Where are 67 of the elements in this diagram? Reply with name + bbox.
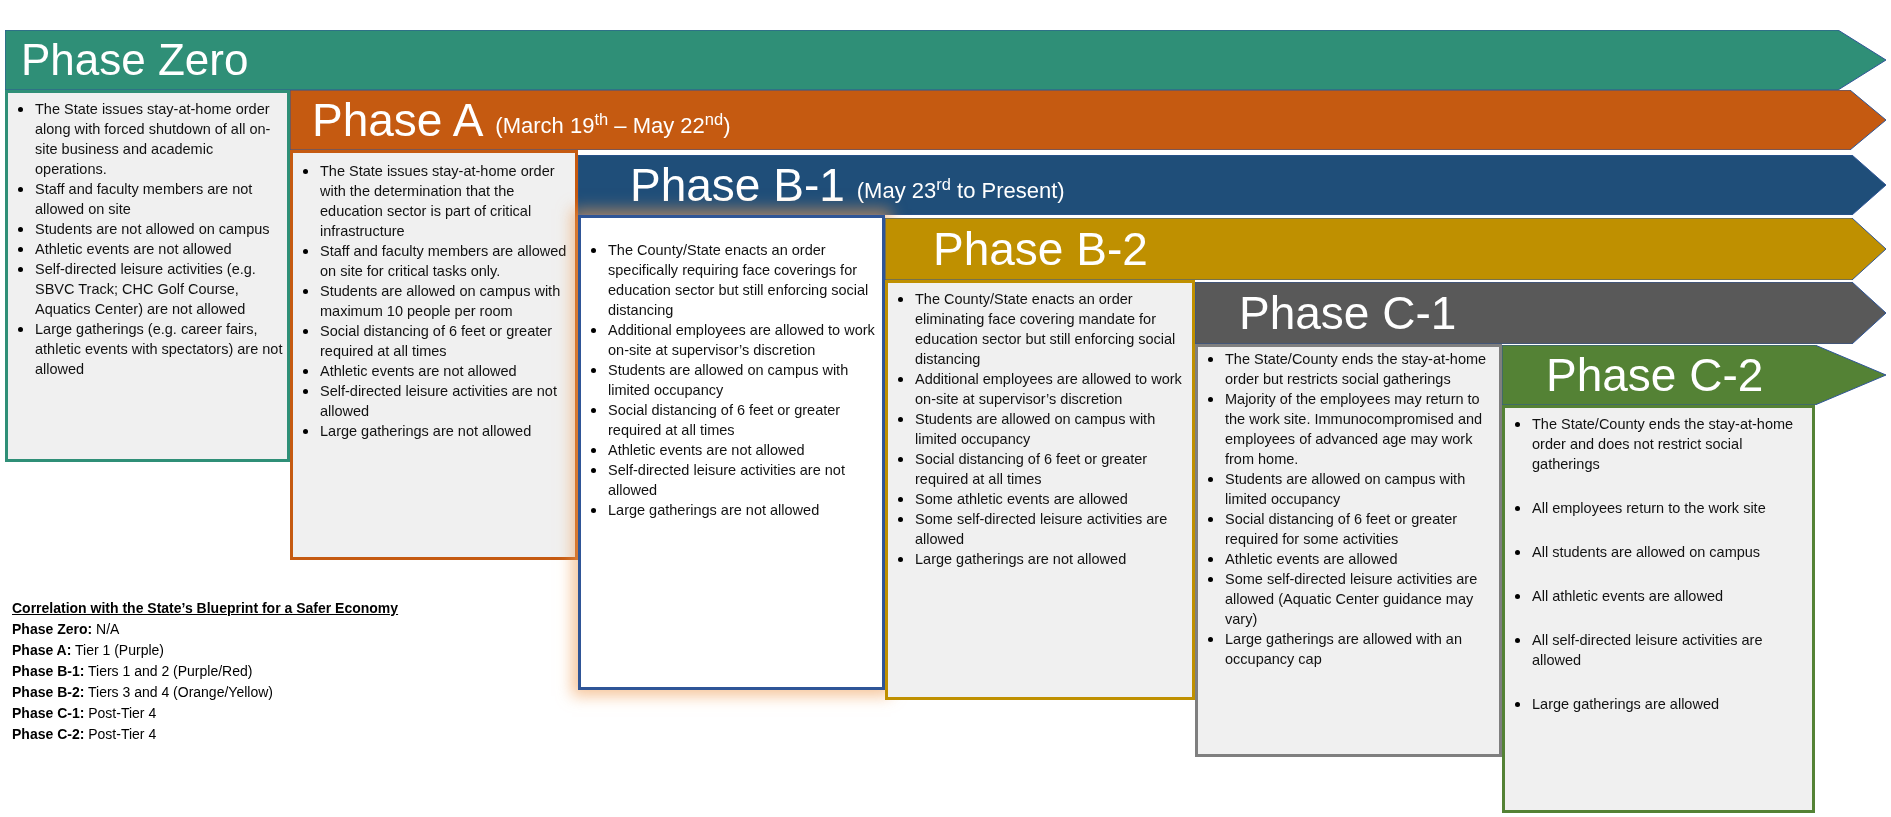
phase-banner — [1195, 282, 1886, 344]
correlation-line: Phase B-2: Tiers 3 and 4 (Orange/Yellow) — [12, 683, 274, 702]
phase-panel — [290, 150, 578, 560]
bullet-text: Athletic events are not allowed — [608, 441, 805, 460]
phase-banner — [5, 30, 1886, 90]
phase-panel — [1502, 405, 1815, 813]
bullet-text: Athletic events are allowed — [1225, 550, 1398, 569]
bullet-text: The State issues stay-at-home order with the determination that the education sector is part of critical infrastructure — [320, 162, 556, 241]
bullet-text: Some self-directed leisure activities are allowed — [915, 510, 1169, 549]
phase-panel — [1195, 344, 1502, 757]
bullet-text: Large gatherings are not allowed — [608, 501, 820, 520]
phase-title: Phase A — [312, 97, 484, 143]
bullet-text: Self-directed leisure activities are not allowed — [320, 382, 558, 421]
correlation-line: Phase B-1: Tiers 1 and 2 (Purple/Red) — [12, 662, 254, 681]
bullet-text: Students are not allowed on campus — [35, 220, 270, 239]
bullet-text: Large gatherings are allowed — [1532, 695, 1719, 714]
phase-title: Phase B-2 — [933, 226, 1148, 272]
correlation-line: Phase C-1: Post-Tier 4 — [12, 704, 158, 723]
bullet-text: Social distancing of 6 feet or greater required at all times — [608, 401, 842, 440]
bullet-text: Social distancing of 6 feet or greater required for some activities — [1225, 510, 1459, 549]
bullet-text: The State issues stay-at-home order along with forced shutdown of all on-site business and academic operations. — [35, 100, 272, 179]
phase-panel — [885, 280, 1195, 700]
bullet-text: The County/State enacts an order specifically requiring face coverings for education sector but still enforcing social distancing — [608, 241, 870, 320]
correlation-line: Phase C-2: Post-Tier 4 — [12, 725, 158, 744]
bullet-text: All athletic events are allowed — [1532, 587, 1724, 606]
bullet-text: Self-directed leisure activities are not allowed — [608, 461, 846, 500]
date-range: (May 23$^{rd}$ to Present) — [856, 180, 1065, 202]
bullet-text: The County/State enacts an order eliminating face covering mandate for education sector but still enforcing social distancing — [915, 290, 1177, 369]
bullet-text: Some self-directed leisure activities are allowed (Aquatic Center guidance may vary) — [1225, 570, 1479, 629]
bullet-text: Students are allowed on campus with limited occupancy — [608, 361, 850, 400]
bullet-text: Students are allowed on campus with maximum 10 people per room — [320, 282, 562, 321]
phase-banner — [290, 90, 1886, 150]
bullet-text: Some athletic events are allowed — [915, 490, 1128, 509]
bullet-text: Additional employees are allowed to work on-site at supervisor’s discretion — [915, 370, 1183, 409]
bullet-text: Majority of the employees may return to the work site. Immunocompromised and employees of advanced age may work from home. — [1225, 390, 1484, 469]
bullet-text: Large gatherings are allowed with an occupancy cap — [1225, 630, 1463, 669]
phase-title: Phase B-1 — [630, 162, 845, 208]
bullet-text: Additional employees are allowed to work on-site at supervisor’s discretion — [608, 321, 876, 360]
phase-banner — [578, 155, 1886, 215]
phase-title: Phase C-2 — [1546, 352, 1764, 398]
bullet-text: Large gatherings are not allowed — [320, 422, 532, 441]
phase-banner — [1502, 345, 1886, 405]
correlation-heading: Correlation with the State’s Blueprint for a Safer Economy — [12, 599, 400, 618]
correlation-line: Phase Zero: N/A — [12, 620, 121, 639]
bullet-text: All self-directed leisure activities are allowed — [1532, 631, 1764, 670]
bullet-text: The State/County ends the stay-at-home order but restricts social gatherings — [1225, 350, 1488, 389]
bullet-text: Large gatherings are not allowed — [915, 550, 1127, 569]
bullet-text: All employees return to the work site — [1532, 499, 1766, 518]
bullet-text: Large gatherings (e.g. career fairs, athletic events with spectators) are not allowed — [35, 320, 283, 379]
bullet-text: Staff and faculty members are allowed on site for critical tasks only. — [320, 242, 568, 281]
phase-banner — [885, 218, 1886, 280]
bullet-text: Social distancing of 6 feet or greater required at all times — [320, 322, 554, 361]
phase-title: Phase Zero — [21, 38, 249, 82]
bullet-text: All students are allowed on campus — [1532, 543, 1761, 562]
phase-panel — [578, 215, 885, 690]
bullet-text: Self-directed leisure activities (e.g. SBVC Track; CHC Golf Course, Aquatics Center) are not allowed — [35, 260, 257, 319]
bullet-text: Athletic events are not allowed — [35, 240, 232, 259]
bullet-text: Staff and faculty members are not allowed on site — [35, 180, 254, 219]
phase-panel — [5, 90, 290, 462]
phase-title: Phase C-1 — [1239, 290, 1457, 336]
bullet-text: Social distancing of 6 feet or greater required at all times — [915, 450, 1149, 489]
correlation-line: Phase A: Tier 1 (Purple) — [12, 641, 165, 660]
bullet-text: Athletic events are not allowed — [320, 362, 517, 381]
bullet-text: Students are allowed on campus with limited occupancy — [1225, 470, 1467, 509]
date-range: (March 19$^{th}$ – May 22$^{nd}$) — [495, 115, 731, 137]
bullet-text: Students are allowed on campus with limited occupancy — [915, 410, 1157, 449]
bullet-text: The State/County ends the stay-at-home order and does not restrict social gatherings — [1532, 415, 1795, 474]
